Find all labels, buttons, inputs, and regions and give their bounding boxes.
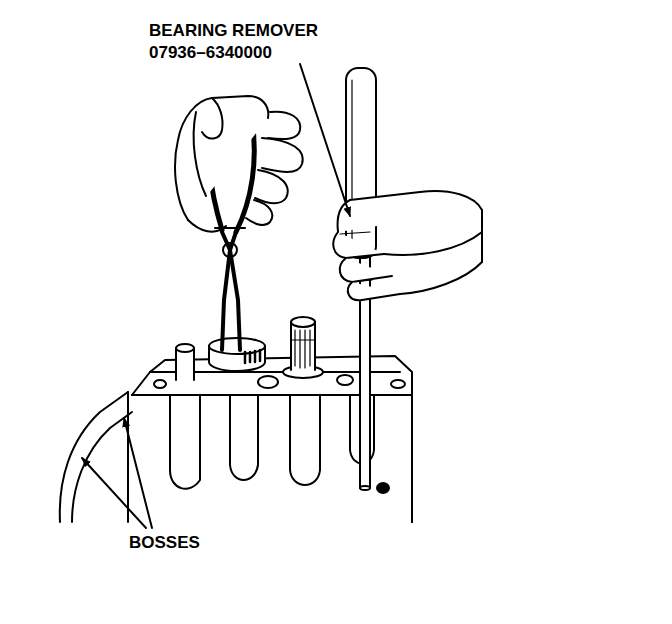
hand <box>333 191 482 300</box>
leader-line <box>124 418 152 528</box>
hand <box>175 96 303 232</box>
leader-line <box>300 64 350 216</box>
part-name: BOSSES <box>128 534 201 553</box>
part-name: BEARING REMOVER <box>148 22 319 41</box>
mainshaft <box>283 317 323 378</box>
gear <box>209 338 265 371</box>
shaft-post <box>176 344 194 380</box>
part-number: 07936–6340000 <box>148 44 273 63</box>
